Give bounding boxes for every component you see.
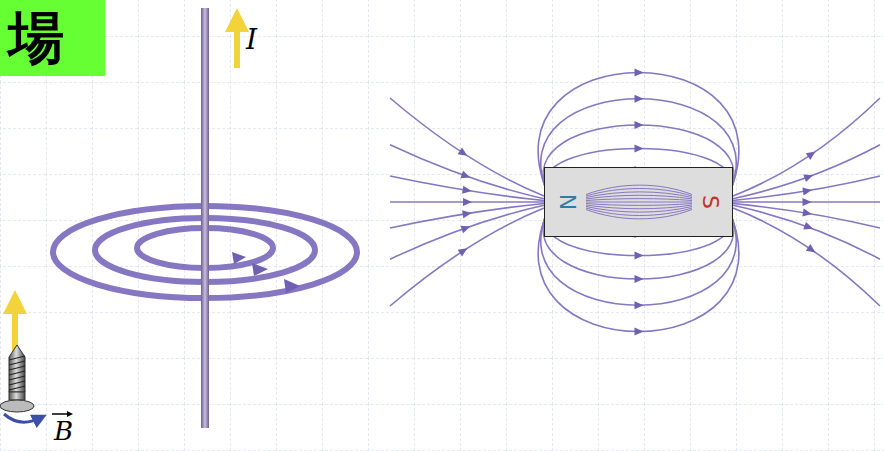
title-text: 場 [8,10,64,66]
wire [201,8,209,428]
bar-magnet: NS [544,167,733,237]
title-tag: 場 [0,0,105,76]
field-vector-label: B [54,418,73,444]
south-pole: S [698,194,722,210]
ring-arrowheads [232,252,300,293]
north-pole: N [555,193,579,211]
screw-symbol [0,302,70,422]
magnet-inner-lines [586,185,692,219]
current-arrow [234,20,240,68]
magnet-field-lines [390,68,880,335]
magnet-body [544,167,733,237]
current-label: I [246,26,257,54]
